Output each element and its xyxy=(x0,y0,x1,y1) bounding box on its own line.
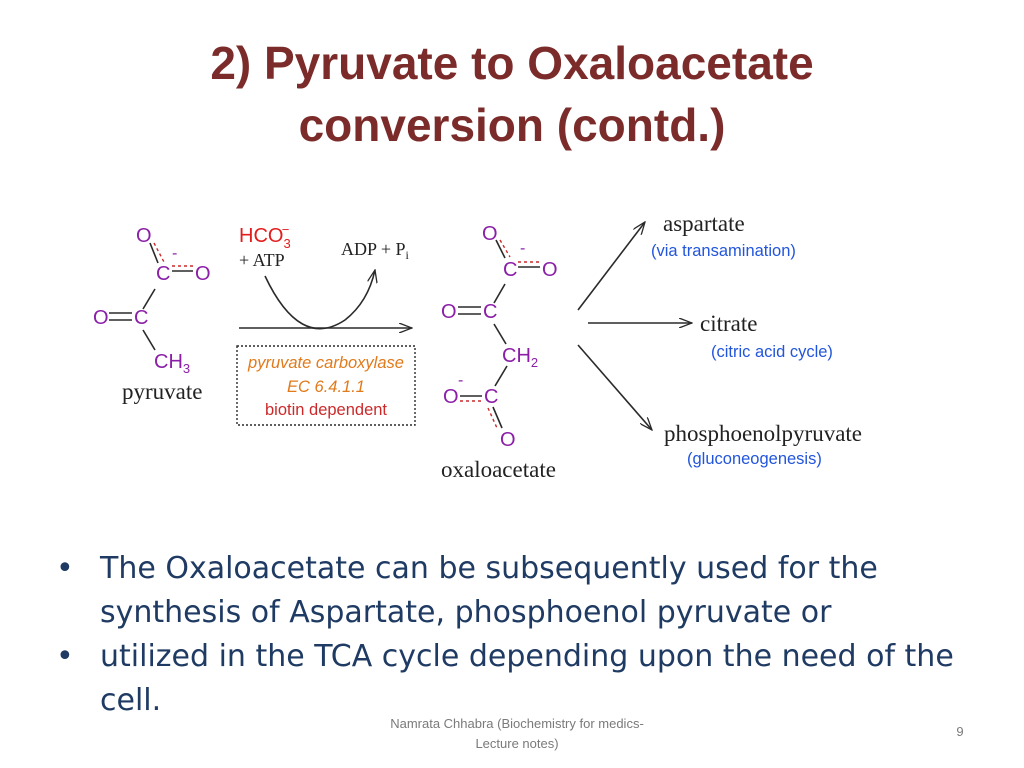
curved-arrow xyxy=(264,270,375,330)
enzyme-ec: EC 6.4.1.1 xyxy=(287,378,365,396)
fate-arrows xyxy=(577,222,692,430)
footer-credit: Namrata Chhabra (Biochemistry for medics… xyxy=(352,714,682,754)
atom-o: O xyxy=(136,225,152,247)
charge-minus: - xyxy=(520,240,525,257)
fate-citrate: citrate (citric acid cycle) xyxy=(700,311,833,361)
atom-o: O xyxy=(441,301,457,323)
page-number: 9 xyxy=(956,724,964,739)
oxaloacetate-structure: O - C O O C CH2 O - C O oxaloacetate xyxy=(441,223,558,482)
adp-pi-label: ADP + Pi xyxy=(341,239,410,262)
bullet-item: • The Oxaloacetate can be subsequently us… xyxy=(56,547,976,635)
atom-ch2: CH2 xyxy=(502,345,538,370)
arrow-to-pep xyxy=(577,344,652,430)
resonance-dash-1 xyxy=(499,239,511,258)
fate-name: citrate xyxy=(700,311,757,336)
reactants: HCO3− + ATP xyxy=(239,222,291,270)
bond-c-c xyxy=(493,283,506,304)
atp-label: + ATP xyxy=(239,250,285,270)
reaction-arrows xyxy=(239,270,412,329)
atom-c: C xyxy=(156,263,170,285)
atom-o: O xyxy=(500,429,516,451)
bullet-text: The Oxaloacetate can be subsequently use… xyxy=(100,551,878,630)
fate-name: aspartate xyxy=(663,211,745,236)
enzyme-note: biotin dependent xyxy=(265,401,387,419)
bond-c-o-bottom xyxy=(492,406,503,429)
charge-minus: - xyxy=(172,245,177,262)
bullet-list: • The Oxaloacetate can be subsequently us… xyxy=(56,547,976,723)
atom-o: O xyxy=(542,259,558,281)
slide-title: 2) Pyruvate to Oxaloacetate conversion (… xyxy=(0,32,1024,156)
pyruvate-structure: O - C O O C CH3 pyruvate xyxy=(93,225,211,404)
bond-c-ch3 xyxy=(142,329,156,351)
resonance-dash-1 xyxy=(153,242,165,263)
atom-c: C xyxy=(134,307,148,329)
enzyme-box-border xyxy=(236,345,416,426)
hco3-label: HCO3− xyxy=(239,222,291,251)
atom-o: O xyxy=(93,307,109,329)
bond-o-c xyxy=(495,239,506,259)
title-line-1: 2) Pyruvate to Oxaloacetate xyxy=(210,37,814,89)
fate-via: (gluconeogenesis) xyxy=(687,450,822,468)
fate-phosphoenolpyruvate: phosphoenolpyruvate (gluconeogenesis) xyxy=(664,421,862,468)
bullet-item: • utilized in the TCA cycle depending upo… xyxy=(56,635,976,723)
fate-via: (via transamination) xyxy=(651,242,796,260)
atom-o: O xyxy=(443,386,459,408)
atom-o: O xyxy=(195,263,211,285)
bond-ch2-c xyxy=(494,365,508,387)
bullet-dot: • xyxy=(56,639,74,674)
fate-via: (citric acid cycle) xyxy=(711,343,833,361)
footer-line-2: Lecture notes) xyxy=(475,736,559,751)
atom-c: C xyxy=(484,386,498,408)
bullet-text: utilized in the TCA cycle depending upon… xyxy=(100,639,954,718)
resonance-dash-4 xyxy=(487,407,498,429)
footer-line-1: Namrata Chhabra (Biochemistry for medics… xyxy=(390,716,644,731)
atom-c: C xyxy=(483,301,497,323)
atom-c: C xyxy=(503,259,517,281)
oxaloacetate-label: oxaloacetate xyxy=(441,457,556,482)
pyruvate-label: pyruvate xyxy=(122,379,202,404)
enzyme-box: pyruvate carboxylase EC 6.4.1.1 biotin d… xyxy=(236,345,416,426)
atom-ch3: CH3 xyxy=(154,351,190,376)
enzyme-name: pyruvate carboxylase xyxy=(247,354,404,372)
fate-name: phosphoenolpyruvate xyxy=(664,421,862,446)
arrow-to-aspartate xyxy=(577,222,645,311)
bond-c-ch2 xyxy=(493,323,507,345)
bond-o-c xyxy=(149,242,159,264)
bond-c-c xyxy=(142,288,156,310)
title-line-2: conversion (contd.) xyxy=(298,99,726,151)
atom-o: O xyxy=(482,223,498,245)
charge-minus: - xyxy=(458,372,463,389)
fate-aspartate: aspartate (via transamination) xyxy=(651,211,796,260)
bullet-dot: • xyxy=(56,551,74,586)
